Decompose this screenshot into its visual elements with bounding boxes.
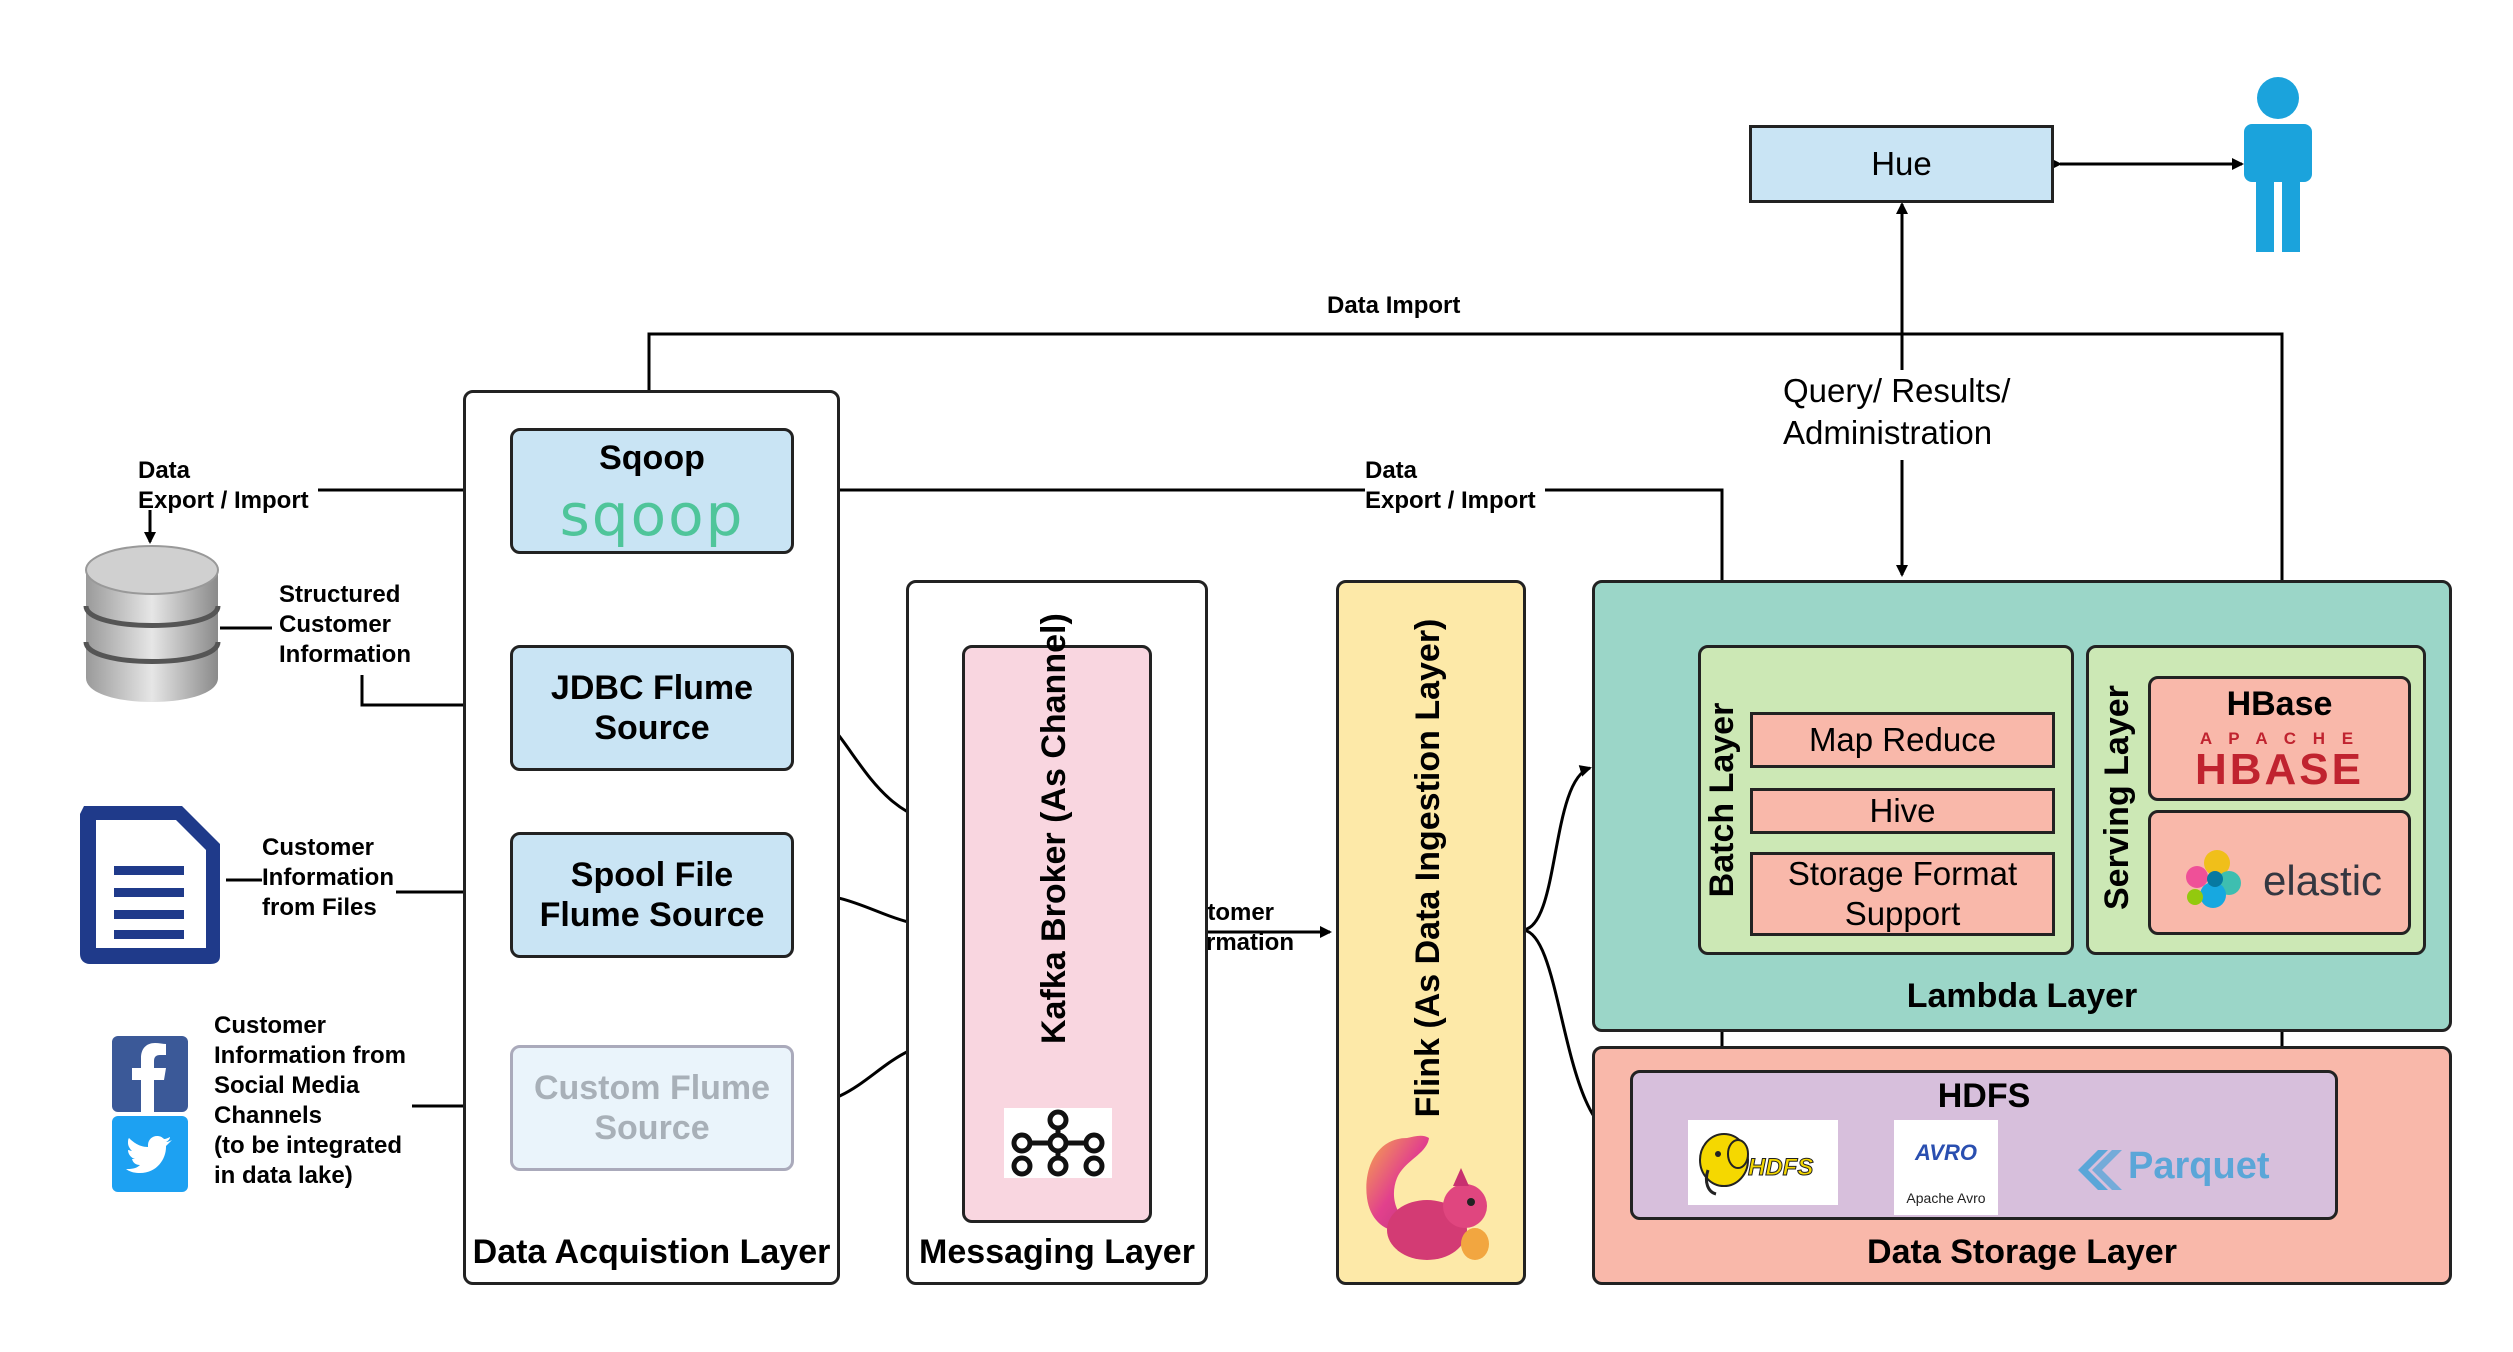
storage-layer-label: Data Storage Layer — [1867, 1232, 2177, 1271]
kafka-icon — [1004, 1108, 1112, 1178]
messaging-layer-label: Messaging Layer — [919, 1232, 1195, 1271]
social-media-label: Customer Information from Social Media C… — [214, 1012, 406, 1189]
map-reduce-label: Map Reduce — [1808, 721, 1997, 758]
serving-layer-label: Serving Layer — [2098, 685, 2136, 910]
data-export-mid-label: Data Export / Import — [1365, 456, 1536, 516]
hadoop-elephant-icon — [1699, 1133, 1749, 1196]
person-icon — [2244, 77, 2312, 252]
jdbc-label: JDBC Flume Source — [550, 669, 754, 747]
structured-info-label: Structured Customer Information — [279, 581, 411, 668]
sqoop-title: Sqoop — [599, 439, 705, 477]
hdfs-title: HDFS — [1937, 1076, 2031, 1115]
data-export-left-label: Data Export / Import — [138, 457, 309, 514]
elastic-label: elastic — [2263, 857, 2383, 904]
storage-format-label: Storage Format Support — [1787, 855, 2018, 932]
database-icon — [83, 545, 221, 702]
lambda-layer-label: Lambda Layer — [1906, 976, 2138, 1015]
hbase-box[interactable]: HBase A P A C H E HBASE — [2148, 676, 2411, 801]
parquet-icon — [2078, 1150, 2122, 1190]
hbase-logo: HBASE — [2194, 745, 2365, 794]
hive-box[interactable]: Hive — [1750, 788, 2055, 834]
custom-flume-source[interactable]: Custom Flume Source — [510, 1045, 794, 1171]
hdfs-logo-tile: HDFS — [1688, 1120, 1838, 1205]
customer-files-label: Customer Information from Files — [262, 834, 394, 921]
elastic-icon — [2186, 850, 2241, 908]
flink-box[interactable] — [1336, 580, 1526, 1285]
custom-label: Custom Flume Source — [533, 1069, 771, 1147]
hbase-apache: A P A C H E — [2199, 729, 2360, 748]
kafka-label: Kafka Broker (As Channel) — [1035, 613, 1073, 1044]
avro-logo-text: AVRO — [1915, 1140, 1977, 1165]
hue-label: Hue — [1871, 145, 1932, 182]
sqoop-logo: sqoop — [559, 481, 745, 549]
flink-label: Flink (As Data Ingestion Layer) — [1409, 618, 1447, 1118]
data-import-line — [647, 332, 2288, 642]
avro-logo-tile: AVRO Apache Avro — [1894, 1120, 1998, 1215]
hue-box[interactable]: Hue — [1749, 125, 2054, 203]
structured-arrow — [360, 675, 510, 711]
map-reduce-box[interactable]: Map Reduce — [1750, 712, 2055, 768]
spool-label: Spool File Flume Source — [539, 856, 765, 934]
flink-lambda — [1521, 765, 1592, 932]
flink-squirrel-icon — [1366, 1135, 1489, 1260]
document-icon — [80, 806, 220, 964]
data-import-label: Data Import — [1327, 292, 1461, 319]
facebook-icon — [112, 1036, 188, 1112]
storage-format-box[interactable]: Storage Format Support — [1750, 852, 2055, 936]
parquet-label: Parquet — [2128, 1145, 2270, 1187]
hive-label: Hive — [1869, 792, 1936, 829]
query-results-label: Query/ Results/ Administration — [1783, 370, 2011, 454]
jdbc-flume-source[interactable]: JDBC Flume Source — [510, 645, 794, 771]
avro-caption: Apache Avro — [1906, 1190, 1986, 1206]
acquisition-layer-label: Data Acquistion Layer — [472, 1232, 831, 1271]
sqoop-box[interactable]: Sqoop sqoop — [510, 428, 794, 554]
twitter-icon — [112, 1116, 188, 1192]
hdfs-logo-text: HDFS — [1747, 1154, 1814, 1182]
elastic-box[interactable]: elastic — [2148, 810, 2411, 935]
spool-file-flume-source[interactable]: Spool File Flume Source — [510, 832, 794, 958]
batch-layer-label: Batch Layer — [1703, 702, 1741, 898]
hbase-title: HBase — [2226, 685, 2333, 723]
